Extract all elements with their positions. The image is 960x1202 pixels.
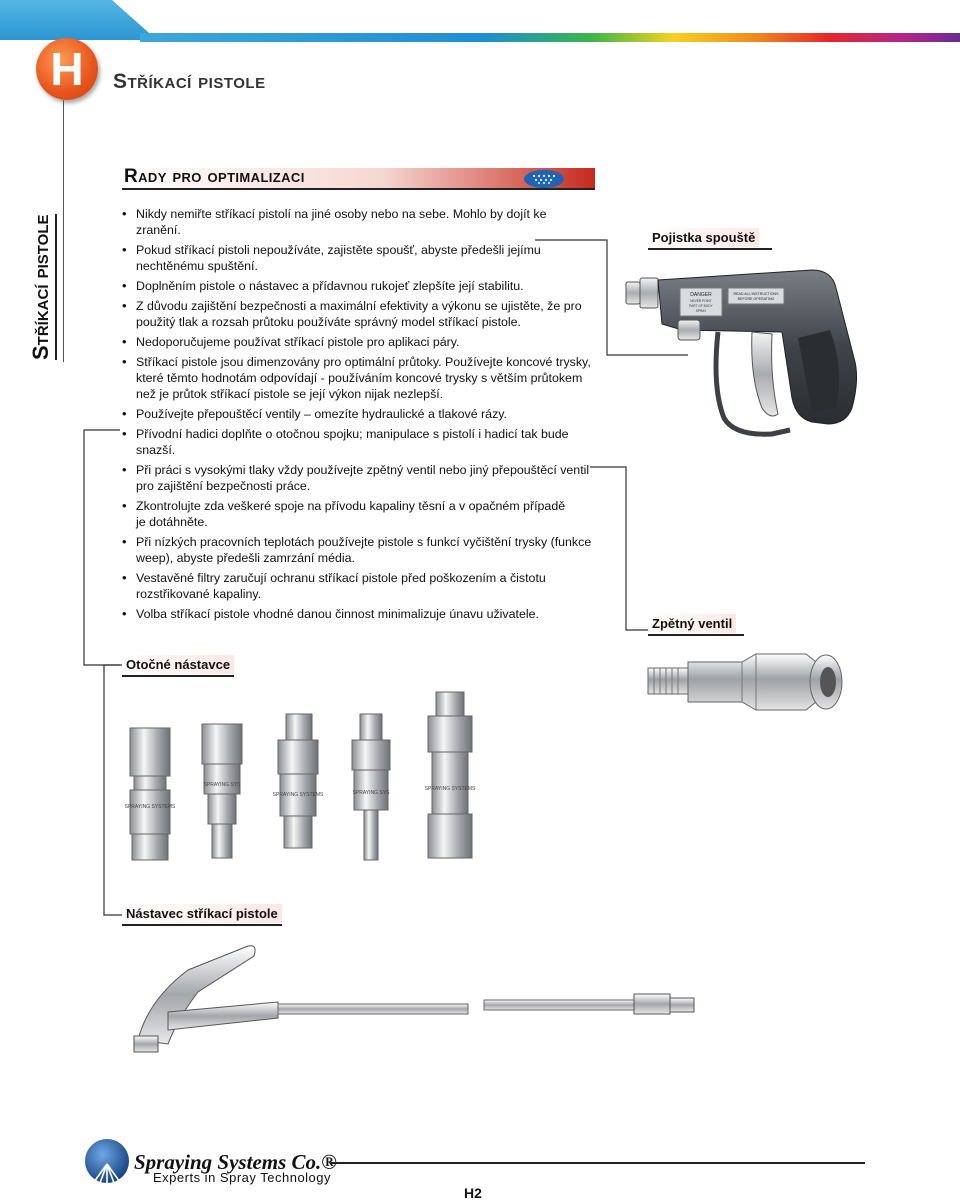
list-item: Vestavěné filtry zaručují ochranu stříka… bbox=[122, 570, 592, 602]
list-item: Při práci s vysokými tlaky vždy používej… bbox=[122, 462, 592, 494]
swivel-2: SPRAYING SYS bbox=[201, 723, 243, 859]
section-letter-badge: H bbox=[36, 38, 98, 100]
swivels-underline bbox=[122, 675, 234, 677]
gun-read-line: BEFORE OPERATING bbox=[738, 297, 775, 301]
swivels-text: Otočné nástavce bbox=[126, 657, 231, 672]
trigger-lock-label: Pojistka spouště bbox=[648, 228, 760, 247]
list-item: Zkontrolujte zda veškeré spoje na přívod… bbox=[122, 498, 576, 530]
tips-list: Nikdy nemiřte stříkací pistolí na jiné o… bbox=[122, 206, 592, 626]
swivel-mark: SPRAYING SYS bbox=[353, 790, 391, 796]
gun-danger-title: DANGER bbox=[690, 292, 712, 298]
extension-underline bbox=[122, 924, 282, 926]
extension-label: Nástavec stříkací pistole bbox=[122, 904, 282, 923]
swivel-mark: SPRAYING SYSTEMS bbox=[125, 804, 176, 810]
list-item: Stříkací pistole jsou dimenzovány pro op… bbox=[122, 354, 592, 402]
list-item: Při nízkých pracovních teplotách používe… bbox=[122, 534, 592, 566]
swivel-mark: SPRAYING SYS bbox=[204, 782, 242, 788]
header-banner bbox=[0, 0, 960, 42]
list-item: Doplněním pistole o nástavec a přídavnou… bbox=[122, 278, 592, 294]
section-heading-bar bbox=[122, 168, 595, 190]
page-number: H2 bbox=[464, 1185, 482, 1201]
check-valve-label: Zpětný ventil bbox=[648, 614, 737, 633]
check-valve-underline bbox=[648, 634, 744, 636]
swivel-5: SPRAYING SYSTEMS bbox=[425, 691, 476, 859]
swivel-mark: SPRAYING SYSTEMS bbox=[425, 786, 476, 792]
list-item: Nikdy nemiřte stříkací pistolí na jiné o… bbox=[122, 206, 592, 238]
gun-danger-line: NEVER POINT bbox=[690, 299, 712, 303]
footer-rule bbox=[330, 1162, 865, 1164]
check-valve-image bbox=[647, 653, 843, 711]
swivel-mark: SPRAYING SYSTEMS bbox=[273, 792, 324, 798]
swivels-label: Otočné nástavce bbox=[122, 655, 235, 674]
brand-tagline: Experts in Spray Technology bbox=[153, 1170, 332, 1185]
check-valve-text: Zpětný ventil bbox=[652, 616, 733, 631]
left-vertical-rule bbox=[63, 100, 64, 362]
list-item: Z důvodu zajištění bezpečnosti a maximál… bbox=[122, 298, 592, 330]
trigger-lock-text: Pojistka spouště bbox=[652, 230, 756, 245]
gun-extension-image bbox=[133, 945, 695, 1053]
swivel-4: SPRAYING SYS bbox=[351, 713, 391, 861]
company-logo bbox=[85, 1139, 129, 1184]
list-item: Přívodní hadici doplňte o otočnou spojku… bbox=[122, 426, 586, 458]
list-item: Používejte přepouštěcí ventily – omezíte… bbox=[122, 406, 592, 422]
brand-name: Spraying Systems Co.® bbox=[134, 1150, 337, 1174]
swivels-image: SPRAYING SYSTEMS SPRAYING SYS SPRAYING S… bbox=[125, 691, 476, 861]
page-title: Stříkací pistole bbox=[113, 70, 266, 93]
list-item: Nedoporučujeme používat stříkací pistole… bbox=[122, 334, 592, 350]
swivel-1: SPRAYING SYSTEMS bbox=[125, 727, 176, 861]
spray-gun-image: DANGER NEVER POINT PART OF BODY SPRAY RE… bbox=[625, 269, 858, 437]
trigger-lock-underline bbox=[648, 248, 772, 250]
gun-danger-line: SPRAY bbox=[696, 309, 707, 313]
list-item: Pokud stříkací pistoli nepoužíváte, zaji… bbox=[122, 242, 546, 274]
list-item: Volba stříkací pistole vhodné danou činn… bbox=[122, 606, 592, 622]
gun-danger-line: PART OF BODY bbox=[689, 304, 713, 308]
section-heading: Rady pro optimalizaci bbox=[124, 166, 305, 187]
swivel-3: SPRAYING SYSTEMS bbox=[273, 713, 324, 849]
extension-text: Nástavec stříkací pistole bbox=[126, 906, 278, 921]
gun-read-line: READ ALL INSTRUCTIONS bbox=[734, 292, 780, 296]
